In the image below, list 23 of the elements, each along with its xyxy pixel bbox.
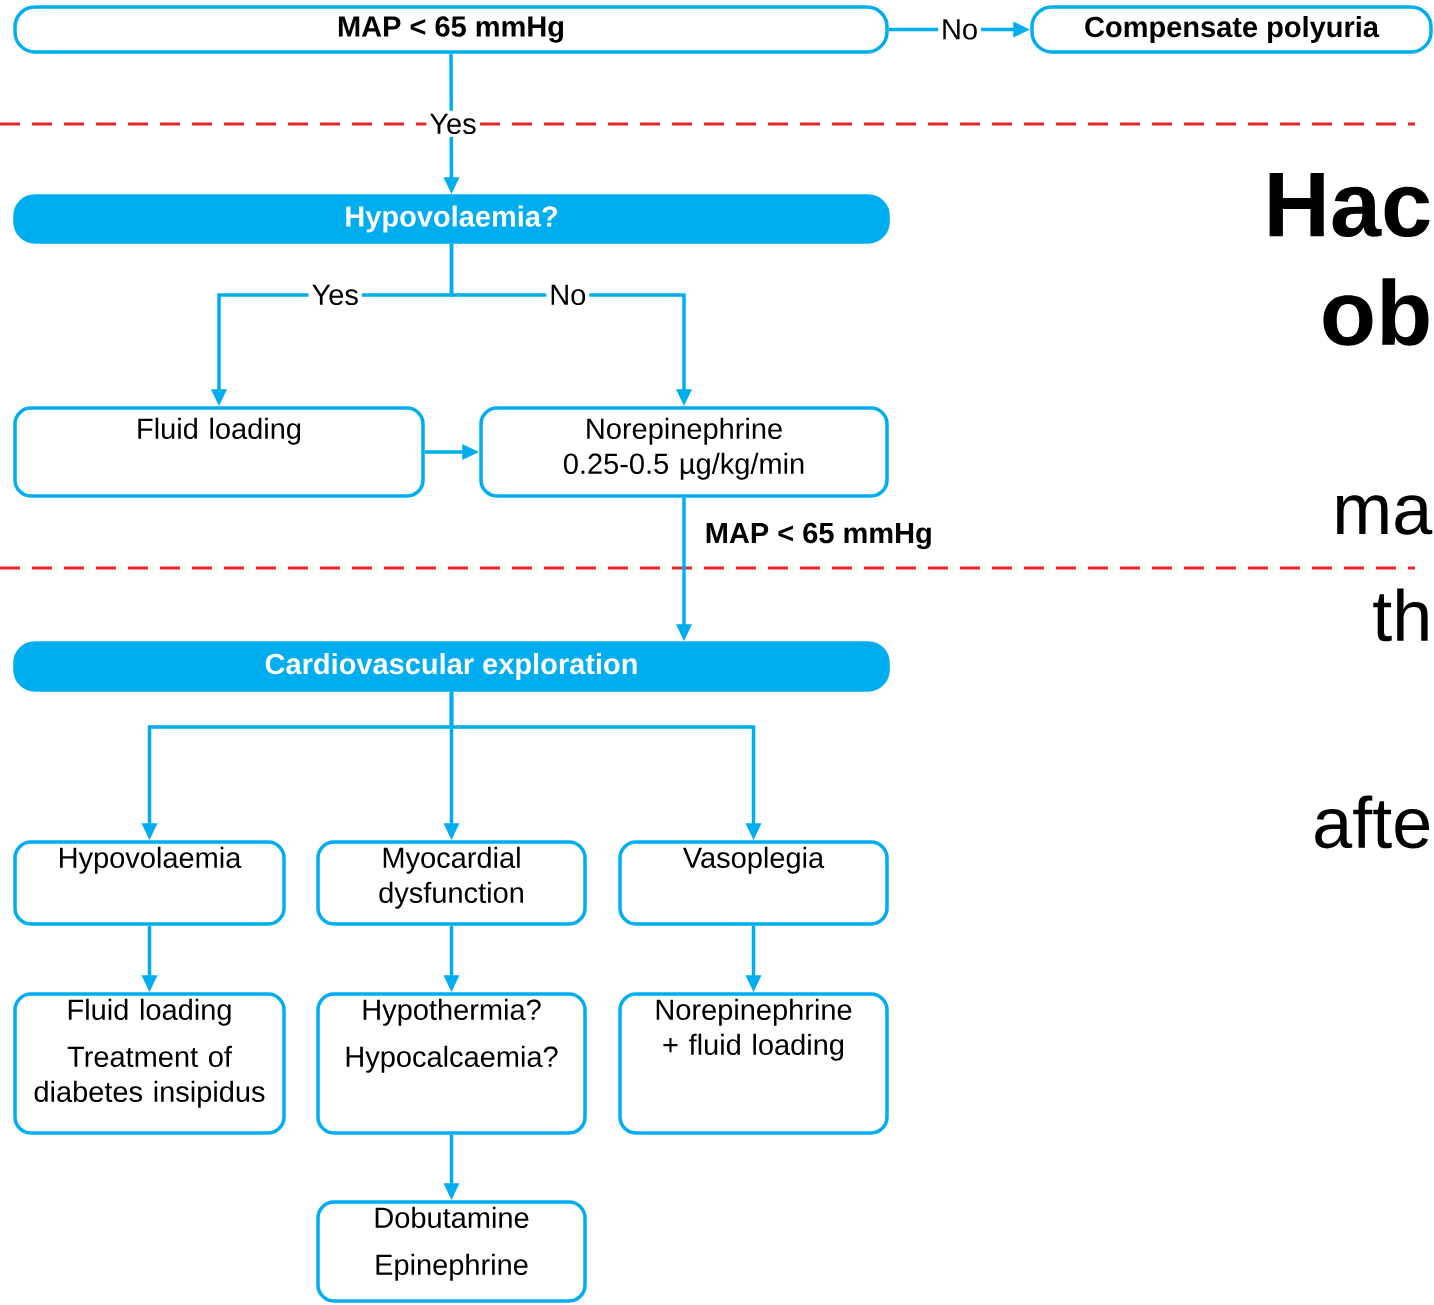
process-box: Norepinephrine + fluid loading [618,992,889,1135]
side-text: th [1373,588,1428,642]
process-box: Fluid loading [13,406,425,498]
edge-label: No [546,281,590,309]
heading-band: Cardiovascular exploration [13,641,890,692]
process-box: Hypothermia? Hypocalcaemia? [316,992,587,1135]
side-text: ma [1337,495,1433,535]
side-text: afte [1315,795,1430,849]
decision-box: Compensate polyuria [1030,5,1433,54]
process-box: Fluid loading Treatment of diabetes insipidus [13,992,286,1135]
edge-label: No [938,16,982,43]
decision-box: MAP < 65 mmHg [13,5,889,54]
side-text: ob [1323,278,1429,346]
heading-band: Hypovolaemia? [13,194,890,244]
process-box: Myocardial dysfunction [316,840,587,926]
process-box: Hypovolaemia [13,840,286,926]
side-text: Hac [1269,172,1430,238]
edge-label: Yes [426,110,480,138]
process-box: Dobutamine Epinephrine [316,1200,587,1303]
edge-label: Yes [308,281,362,309]
process-box: Vasoplegia [618,840,889,926]
process-box: Norepinephrine 0.25-0.5 µg/kg/min [479,406,889,498]
edge-label: MAP < 65 mmHg [706,522,931,550]
